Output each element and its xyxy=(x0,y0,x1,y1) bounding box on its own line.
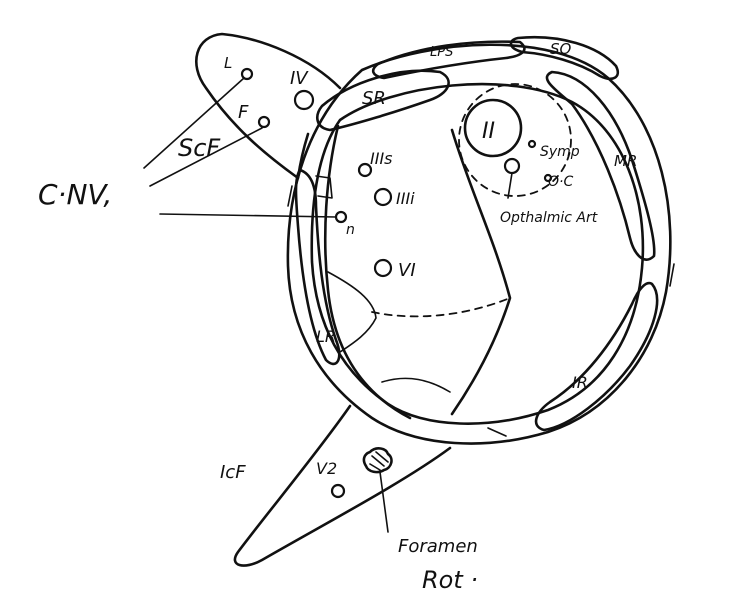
label-iv: IV xyxy=(290,68,309,89)
label-foramen: Foramen xyxy=(398,536,478,557)
label-f: F xyxy=(238,102,249,123)
label-scf: ScF xyxy=(178,134,221,162)
frontal-nerve-hole xyxy=(259,117,269,127)
compartment-dotted-line xyxy=(372,298,510,316)
label-mr: MR xyxy=(614,152,637,170)
label-vi: VI xyxy=(398,260,416,281)
lower-inner-arc xyxy=(382,378,450,392)
ophthalmic-artery-pointer-line xyxy=(508,173,512,198)
ring-tick-lower xyxy=(488,428,506,436)
trochlear-nerve-hole xyxy=(295,91,313,109)
tendinous-ring-right-boundary xyxy=(452,130,510,414)
label-iii-i: IIIi xyxy=(396,189,415,208)
maxillary-nerve-hole xyxy=(332,485,344,497)
label-iii-s: IIIs xyxy=(370,149,393,168)
medial-rectus-muscle xyxy=(547,72,654,260)
abducens-nerve-hole xyxy=(375,260,391,276)
label-sr: SR xyxy=(362,88,386,109)
label-ir: IR xyxy=(572,373,588,392)
label-v2: V2 xyxy=(316,459,337,478)
oculomotor-inferior-hole xyxy=(375,189,391,205)
sympathetic-dot xyxy=(529,141,535,147)
nasociliary-nerve-hole xyxy=(336,212,346,222)
label-ii: II xyxy=(482,119,495,144)
ophthalmic-artery-hole xyxy=(505,159,519,173)
label-n: n xyxy=(346,222,355,238)
label-l: L xyxy=(224,54,232,72)
label-cnv: C·NV, xyxy=(38,178,112,211)
label-rot: Rot · xyxy=(422,566,478,594)
label-lps: LPS xyxy=(430,45,453,60)
foramen-pointer-line xyxy=(380,472,388,532)
foramen-rotundum-hatch xyxy=(370,452,388,470)
label-opthalmic-art: Opthalmic Art xyxy=(500,210,598,226)
label-icf: IcF xyxy=(220,462,246,483)
label-symp: Symp xyxy=(540,144,580,160)
label-so: SO xyxy=(550,40,572,58)
label-oc: O·C xyxy=(548,174,573,190)
label-lr: LR xyxy=(316,327,336,346)
cnv-pointer-line-nasociliary xyxy=(160,214,336,217)
